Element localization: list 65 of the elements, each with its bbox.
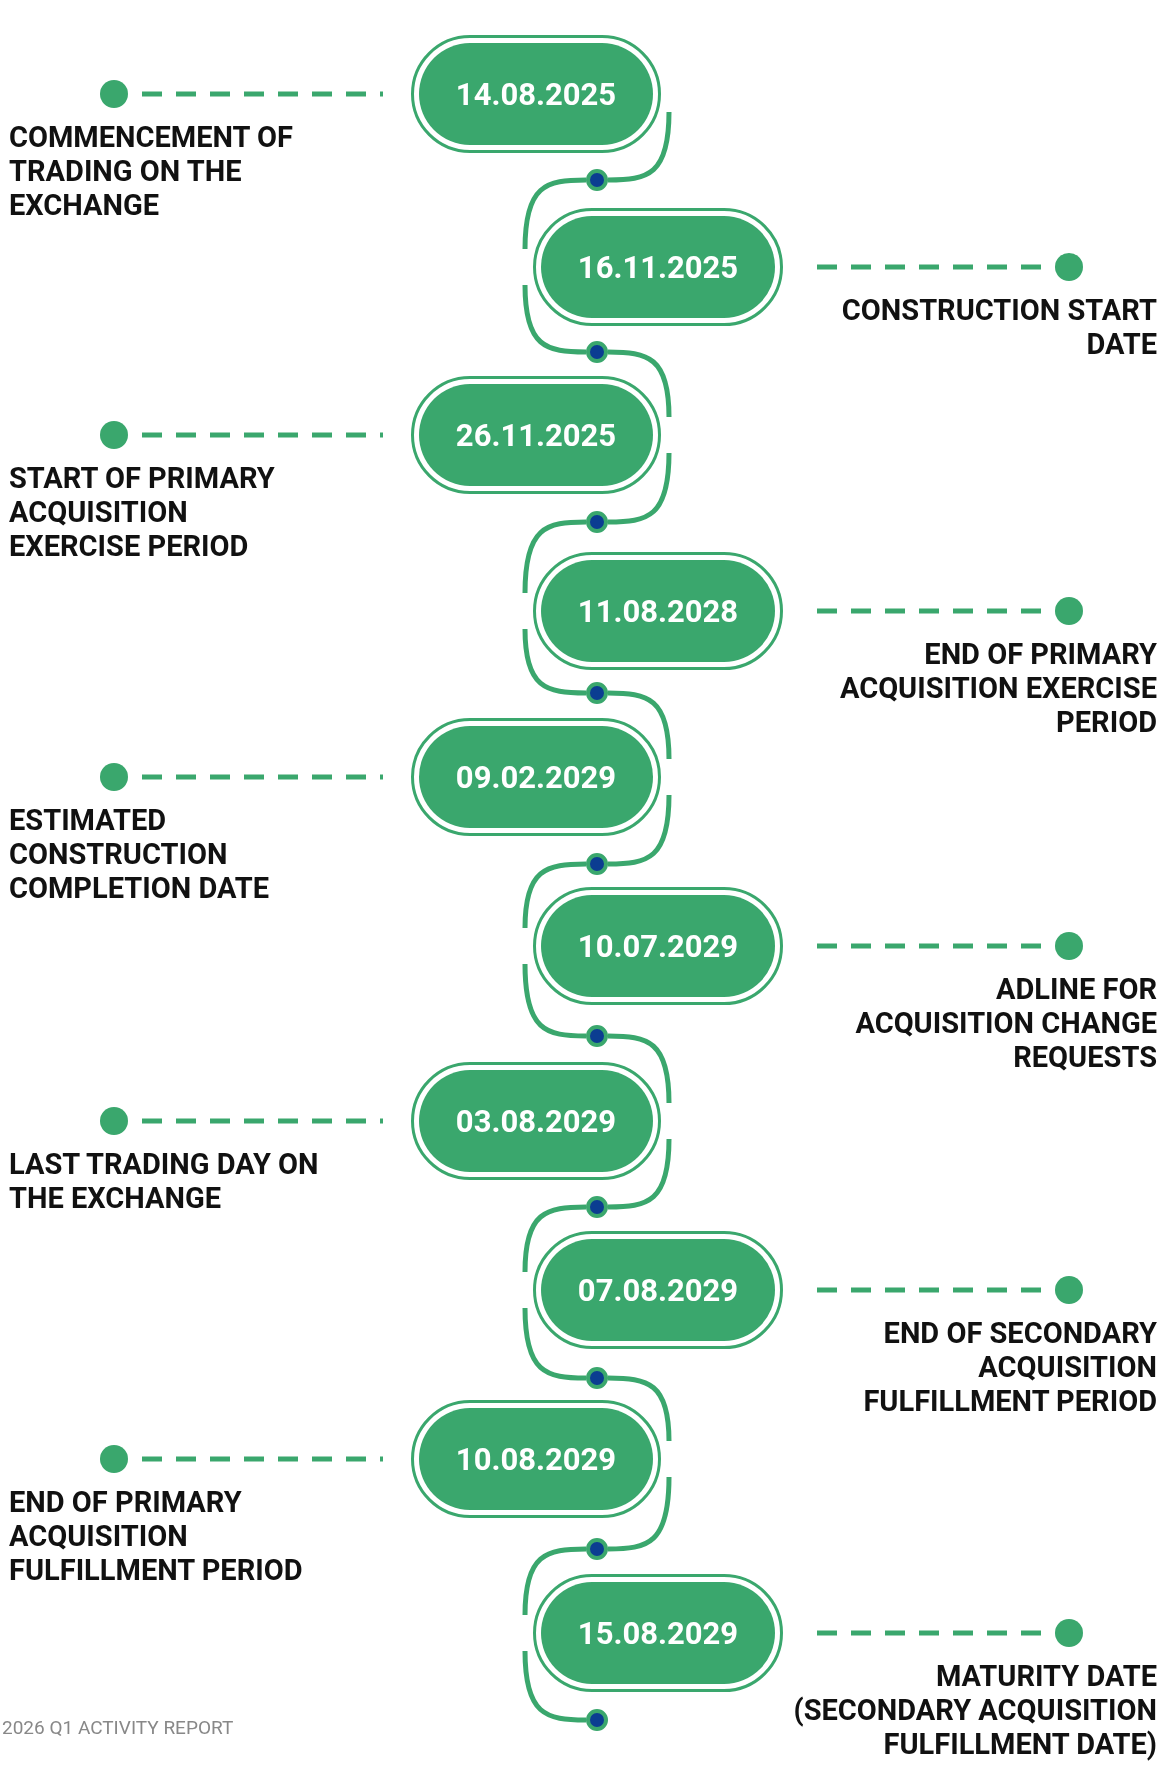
date-pill: 11.08.2028: [533, 552, 783, 670]
timeline-dot: [1055, 1276, 1083, 1304]
timeline-junction-dot: [586, 853, 608, 875]
timeline-dot: [1055, 1619, 1083, 1647]
timeline-curve: [522, 861, 587, 929]
timeline-curve: [607, 1476, 672, 1552]
timeline-dot: [100, 80, 128, 108]
timeline-curve: [607, 452, 672, 525]
event-description: LAST TRADING DAY ON THE EXCHANGE: [9, 1147, 320, 1215]
timeline-junction-dot: [586, 1538, 608, 1560]
dashed-connector: [142, 1456, 383, 1462]
date-pill: 26.11.2025: [411, 376, 661, 494]
timeline-curve: [522, 177, 587, 250]
dashed-connector: [142, 774, 383, 780]
timeline-curve: [607, 1138, 672, 1210]
timeline-dot: [100, 421, 128, 449]
event-description: CONSTRUCTION START DATE: [840, 293, 1157, 361]
event-description: END OF PRIMARY ACQUISITION EXERCISE PERIOD: [838, 637, 1157, 739]
date-pill: 14.08.2025: [411, 35, 661, 153]
date-pill: 16.11.2025: [533, 208, 783, 326]
timeline-dot: [1055, 932, 1083, 960]
timeline-junction-dot: [586, 511, 608, 533]
timeline-junction-dot: [586, 1025, 608, 1047]
timeline-curve: [607, 111, 672, 183]
event-description: END OF PRIMARY ACQUISITION FULFILLMENT PERIOD: [9, 1485, 304, 1587]
timeline-curve: [607, 1375, 672, 1442]
date-pill: 10.07.2029: [533, 887, 783, 1005]
timeline-curve: [522, 1546, 587, 1616]
timeline-curve: [607, 349, 672, 418]
timeline-curve: [607, 690, 672, 760]
timeline-dot: [1055, 597, 1083, 625]
timeline-curve: [522, 963, 587, 1039]
timeline-curve: [522, 1307, 587, 1381]
timeline-curve: [522, 628, 587, 696]
dashed-connector: [142, 1118, 383, 1124]
timeline-curve: [522, 519, 587, 594]
event-description: COMMENCEMENT OF TRADING ON THE EXCHANGE: [9, 120, 294, 222]
timeline-curve: [522, 1204, 587, 1273]
timeline-dot: [100, 1445, 128, 1473]
timeline-curve: [522, 284, 587, 355]
event-description: ADLINE FOR ACQUISITION CHANGE REQUESTS: [854, 972, 1157, 1074]
timeline-junction-dot: [586, 1196, 608, 1218]
timeline-junction-dot: [586, 1367, 608, 1389]
timeline-curve: [607, 1033, 672, 1104]
event-description: ESTIMATED CONSTRUCTION COMPLETION DATE: [9, 803, 271, 905]
timeline-junction-dot: [586, 169, 608, 191]
footer-text: 2026 Q1 ACTIVITY REPORT: [2, 1716, 234, 1739]
timeline-junction-dot: [586, 341, 608, 363]
dashed-connector: [142, 432, 383, 438]
date-pill: 07.08.2029: [533, 1231, 783, 1349]
dashed-connector: [142, 91, 383, 97]
date-pill: 03.08.2029: [411, 1062, 661, 1180]
event-description: START OF PRIMARY ACQUISITION EXERCISE PERIOD: [9, 461, 276, 563]
date-pill: 15.08.2029: [533, 1574, 783, 1692]
timeline-dot: [100, 1107, 128, 1135]
timeline-curve: [607, 794, 672, 867]
timeline-junction-dot: [586, 1709, 608, 1731]
date-pill: 09.02.2029: [411, 718, 661, 836]
event-description: MATURITY DATE (SECONDARY ACQUISITION FULFILLMENT DATE): [792, 1659, 1157, 1761]
event-description: END OF SECONDARY ACQUISITION FULFILLMENT PERIOD: [862, 1316, 1157, 1418]
timeline-dot: [100, 763, 128, 791]
date-pill: 10.08.2029: [411, 1400, 661, 1518]
timeline-curve: [522, 1650, 587, 1723]
timeline-dot: [1055, 253, 1083, 281]
timeline-junction-dot: [586, 682, 608, 704]
